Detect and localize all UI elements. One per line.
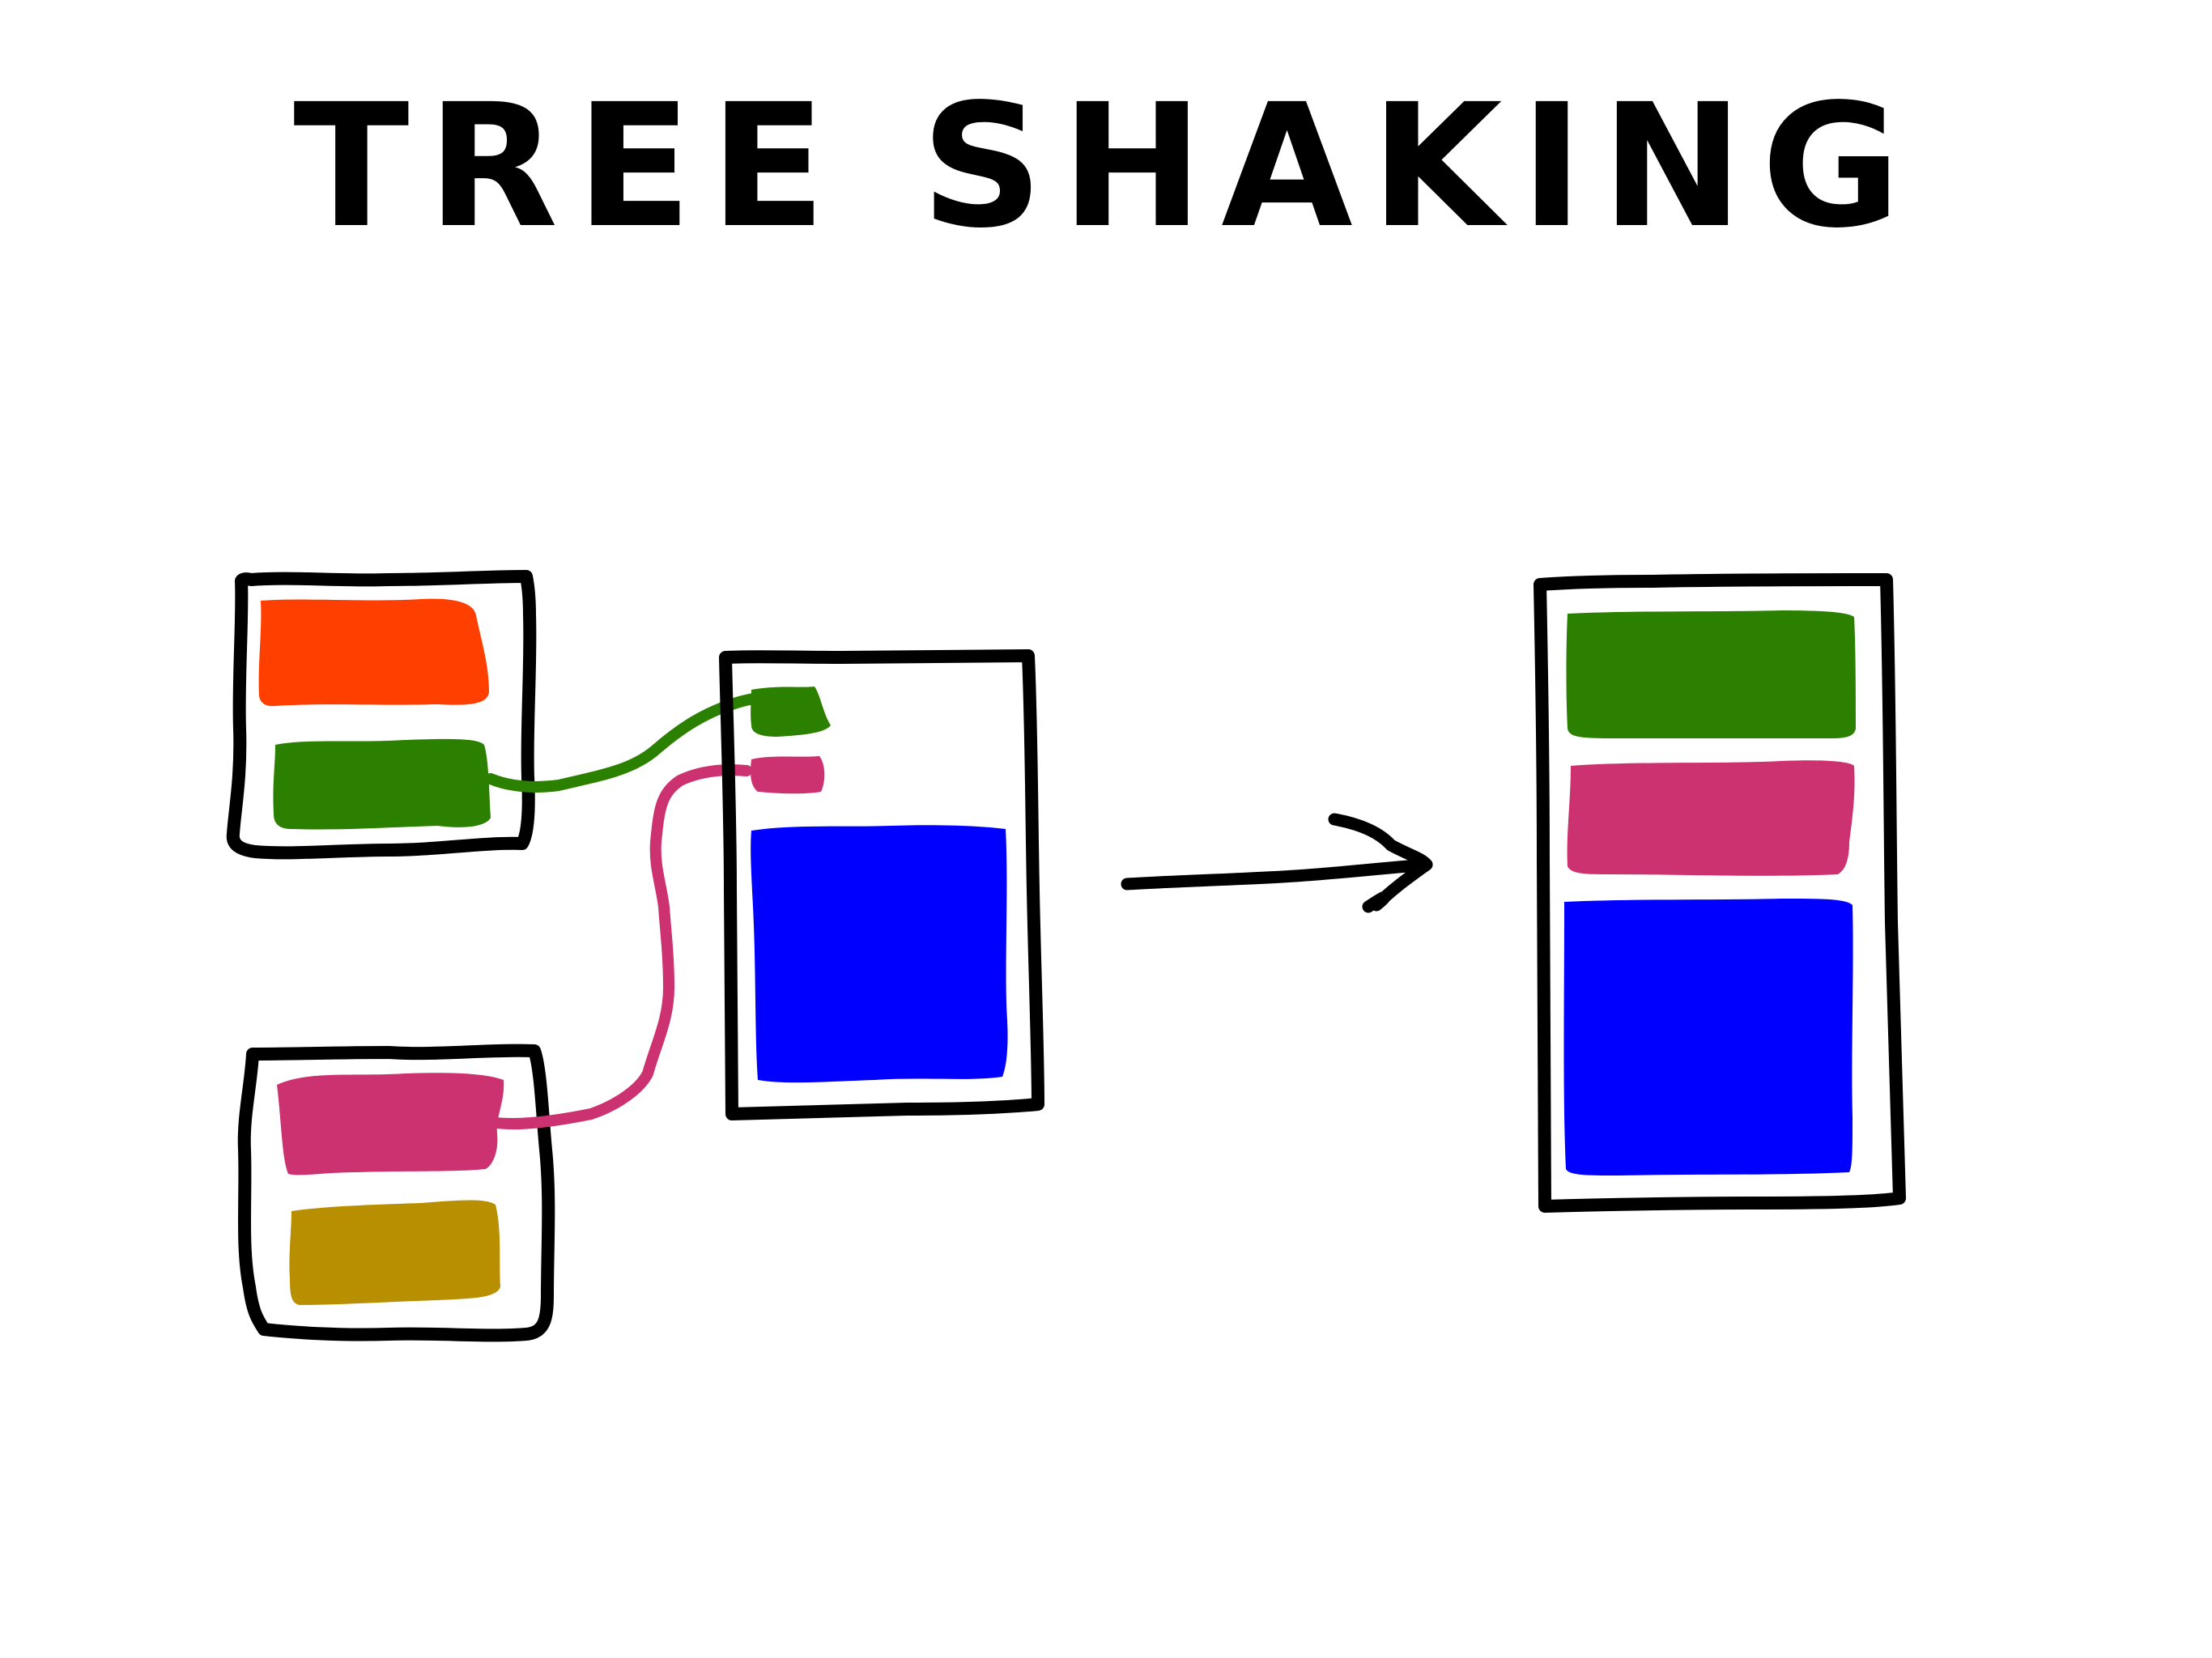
bundle-after (1534, 573, 1906, 1213)
module-b (237, 1044, 555, 1342)
bundle-after-block-green (1566, 610, 1856, 738)
connector-green (485, 691, 786, 793)
module-b-frame (237, 1044, 555, 1342)
transform-arrow (1121, 813, 1433, 913)
arrow-head (1328, 813, 1433, 913)
diagram-title: TREE SHAKING (293, 67, 1918, 266)
bundle-before-block-blue (751, 825, 1008, 1083)
module-a-block-orange (258, 598, 489, 707)
bundle-after-frame (1534, 573, 1906, 1213)
bundle-after-block-pink (1567, 760, 1855, 876)
connector-pink (485, 764, 752, 1130)
module-b-block-pink (277, 1073, 504, 1175)
bundle-before-block-green (751, 687, 831, 737)
bundle-before (719, 649, 1044, 1120)
arrow-shaft (1121, 858, 1433, 891)
module-a-frame (226, 570, 537, 860)
bundle-after-block-blue (1563, 899, 1853, 1175)
bundle-before-frame (719, 649, 1044, 1120)
module-a-block-green (273, 738, 491, 830)
bundle-before-block-pink (750, 756, 825, 794)
module-a (226, 570, 537, 860)
module-b-block-olive (289, 1200, 500, 1305)
